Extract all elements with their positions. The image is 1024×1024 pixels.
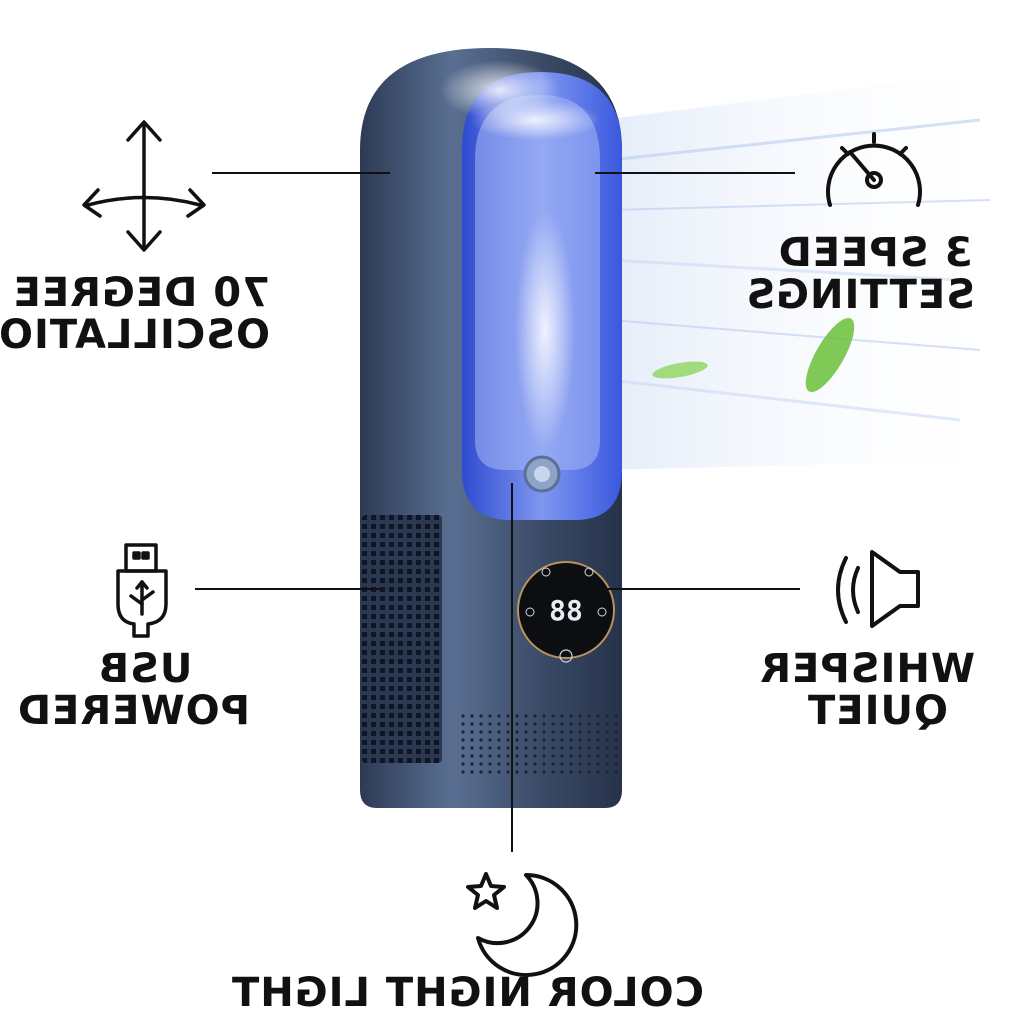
leaf	[652, 361, 708, 379]
moon-star-icon	[466, 872, 579, 977]
quiet-label: WHISPER QUIET	[759, 646, 975, 734]
oscillation-label: 70 DEGREE OSCILLATION	[0, 270, 270, 358]
control-panel	[517, 561, 615, 659]
speed-label: 3 SPEED SETTINGS	[745, 230, 975, 318]
night-light-label: COLOR NIGHT LIGHT	[231, 970, 704, 1016]
usb-label: USB POWERED	[16, 646, 250, 734]
speedometer-icon	[826, 132, 922, 207]
vent-dots	[460, 712, 620, 774]
leaf	[805, 317, 855, 393]
digit-display: 88	[549, 594, 583, 627]
side-grille	[362, 515, 442, 763]
move-arrows-icon	[82, 120, 206, 252]
speaker-icon	[836, 550, 920, 628]
usb-plug-icon	[116, 543, 168, 638]
